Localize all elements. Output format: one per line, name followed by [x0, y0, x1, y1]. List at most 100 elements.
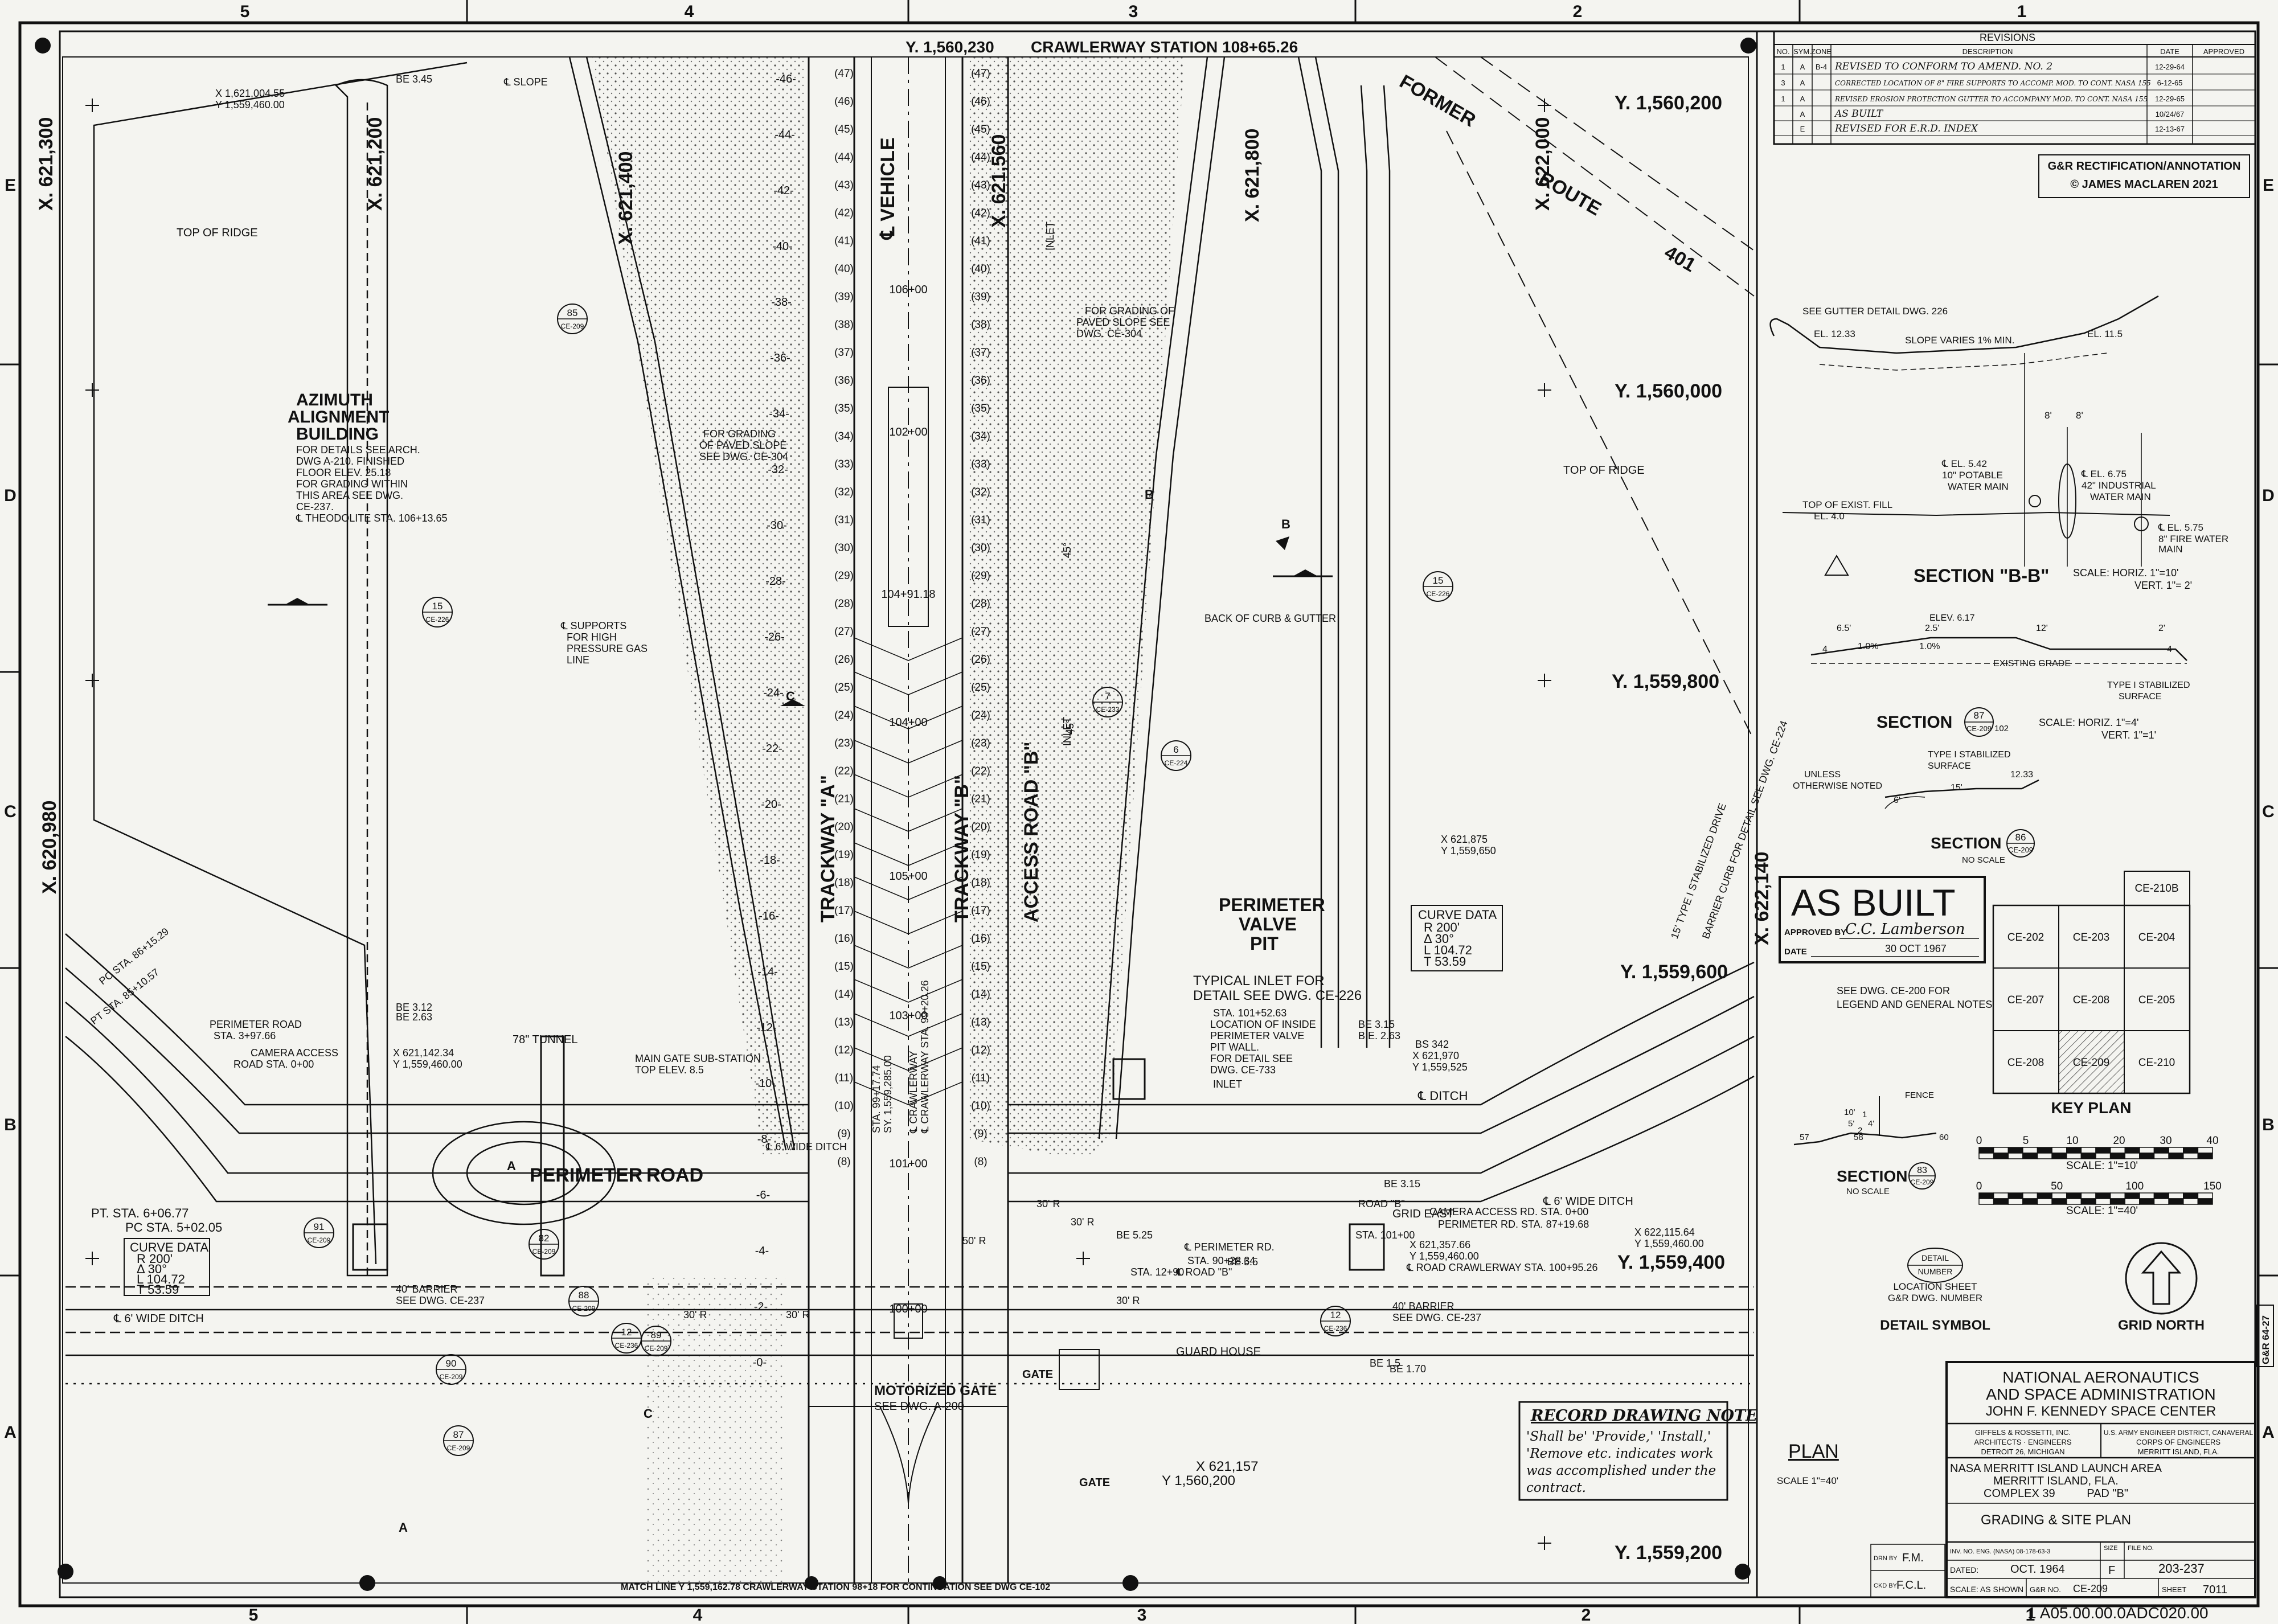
tunnel-and-valve-pit: [352, 1035, 1385, 1277]
inlet-number: (46): [834, 96, 854, 108]
record-drawing-note: RECORD DRAWING NOTE 'Shall be' 'Provide,…: [1518, 1401, 1757, 1501]
sheet-value: 7011: [2203, 1584, 2227, 1596]
elevation-number: -4-: [755, 1245, 769, 1257]
index-number: 1 A05.00.00.0ADC020.00: [2027, 1604, 2209, 1622]
svg-text:CE-209: CE-209: [447, 1444, 470, 1452]
revision-column-header: ZONE: [1811, 47, 1832, 56]
plan-note: 30' R: [786, 1309, 809, 1320]
section-note: 57: [1800, 1133, 1809, 1142]
key-plan-cell: CE-209: [2073, 1057, 2109, 1069]
agency-line: AND SPACE ADMINISTRATION: [1986, 1385, 2215, 1403]
perimeter-valve-label: PERIMETER: [1219, 895, 1325, 915]
inlet-number: (27): [971, 626, 990, 638]
x-coordinate: X. 622,000: [1532, 117, 1554, 211]
svg-text:7: 7: [1105, 691, 1110, 702]
inlet-number: (30): [834, 542, 854, 554]
y-coordinate: Y. 1,559,800: [1612, 671, 1719, 692]
plan-note: 40' BARRIER: [1392, 1301, 1454, 1312]
section-scale: SCALE: HORIZ. 1"=4': [2039, 717, 2138, 728]
section-note: 42" INDUSTRIAL: [2082, 480, 2156, 491]
plan-note: X 622,115.64: [1634, 1227, 1695, 1238]
plan-label: PLAN SCALE 1"=40': [1777, 1441, 1839, 1486]
elevation-number: -42-: [773, 184, 794, 197]
inlet-number: (18): [834, 877, 854, 889]
valve-label: VALVE: [1239, 914, 1297, 934]
plan-note: BE 3.45: [396, 73, 432, 85]
trackway-b-label: TRACKWAY "B": [951, 775, 973, 922]
svg-text:12: 12: [621, 1327, 632, 1338]
motorized-gate-label: MOTORIZED GATE: [874, 1383, 997, 1399]
svg-text:CE-236: CE-236: [1324, 1324, 1347, 1332]
architect-line: GIFFELS & ROSSETTI, INC.: [1975, 1428, 2071, 1437]
drawn-value: F.M.: [1902, 1552, 1924, 1564]
revision-cell: 12-29-64: [2155, 63, 2185, 71]
row-label: A: [2262, 1423, 2275, 1442]
plan-note: SEE DWG. CE-237: [1392, 1312, 1481, 1323]
plan-note: STA. 12+90: [1130, 1266, 1184, 1278]
scale-tick-label: 150: [2203, 1180, 2222, 1192]
size-label: SIZE: [2104, 1545, 2117, 1552]
detail-symbol: DETAIL NUMBER LOCATION SHEET G&R DWG. NU…: [1880, 1248, 1990, 1333]
row-label: C: [2262, 802, 2275, 821]
row-label: A: [4, 1423, 17, 1442]
ditch-label: ℄ 6' WIDE DITCH: [113, 1313, 204, 1325]
side-tag: G&R 64-27: [2260, 1315, 2271, 1364]
plan-note: PRESSURE GAS: [567, 643, 648, 654]
key-plan-cell: CE-210: [2138, 1057, 2175, 1069]
section-note: ELEV. 6.17: [1929, 613, 1975, 623]
svg-text:CE-236: CE-236: [615, 1342, 638, 1350]
scale-label: SCALE: AS SHOWN: [1950, 1585, 2023, 1594]
inlet-number: (40): [971, 263, 990, 275]
section-mark: C: [786, 689, 795, 703]
approved-label: APPROVED BY: [1784, 928, 1846, 937]
inlet-number: (45): [971, 124, 990, 136]
section-note: SURFACE: [2119, 692, 2162, 702]
section-mark: C: [644, 1406, 653, 1421]
inlet-number: (30): [971, 542, 990, 554]
corps-line: MERRITT ISLAND, FLA.: [2138, 1447, 2219, 1456]
inlet-number: (11): [972, 1072, 990, 1084]
contract-number: INV. NO. ENG. (NASA) 08-178-63-3: [1950, 1548, 2050, 1555]
plan-note: MAIN GATE SUB-STATION: [635, 1053, 761, 1064]
elevation-number: -46-: [776, 73, 796, 85]
plan-note: PC STA. 5+02.05: [125, 1220, 222, 1235]
section-note: 2.5': [1925, 624, 1939, 633]
plan-note: INLET: [1062, 717, 1073, 746]
inlet-number: (16): [834, 933, 854, 945]
curve-data-line: R 200': [1424, 920, 1460, 934]
section-scale: VERT. 1"= 2': [2134, 580, 2192, 591]
plan-note: DWG. CE-733: [1210, 1064, 1276, 1076]
revision-column-header: SYM.: [1793, 47, 1812, 56]
callout-bottom: CE-209: [1966, 724, 1992, 733]
plan-note: FOR HIGH: [567, 631, 617, 643]
key-plan-cell: CE-202: [2007, 932, 2044, 944]
plan-note: B.E. 2.63: [1358, 1030, 1400, 1041]
plan-note: FOR DETAIL SEE: [1210, 1053, 1293, 1064]
callout-ref: 102: [1994, 724, 2009, 733]
vehicle-centerline-label: ℄ VEHICLE: [877, 137, 899, 240]
svg-text:90: 90: [446, 1358, 457, 1369]
plan-note: X 621,875: [1441, 834, 1488, 845]
credit-line: G&R RECTIFICATION/ANNOTATION: [2048, 160, 2241, 173]
section-note: 12.33: [2010, 770, 2033, 780]
curve-data-left: CURVE DATA R 200' Δ 30° L 104.72 T 53.59: [124, 1238, 210, 1297]
inlet-number: (43): [971, 179, 990, 191]
section-86-title: SECTION: [1931, 834, 2001, 852]
file-label: FILE NO.: [2128, 1545, 2154, 1552]
ditch-lines: [65, 1286, 1754, 1385]
plan-note: ℄ ROAD CRAWLERWAY STA. 100+95.26: [1406, 1262, 1598, 1273]
section-note: 60: [1939, 1133, 1949, 1142]
size-value: F: [2108, 1564, 2115, 1577]
revision-cell: B-4: [1816, 63, 1827, 71]
curve-data-line: T 53.59: [137, 1282, 179, 1297]
inlet-number: (10): [834, 1100, 854, 1112]
plan-note: PT. STA. 6+06.77: [91, 1206, 189, 1220]
elevation-number: -22-: [762, 743, 782, 755]
key-plan-note: SEE DWG. CE-200 FOR: [1837, 985, 1950, 996]
y-coordinate: Y. 1,559,200: [1615, 1542, 1722, 1564]
